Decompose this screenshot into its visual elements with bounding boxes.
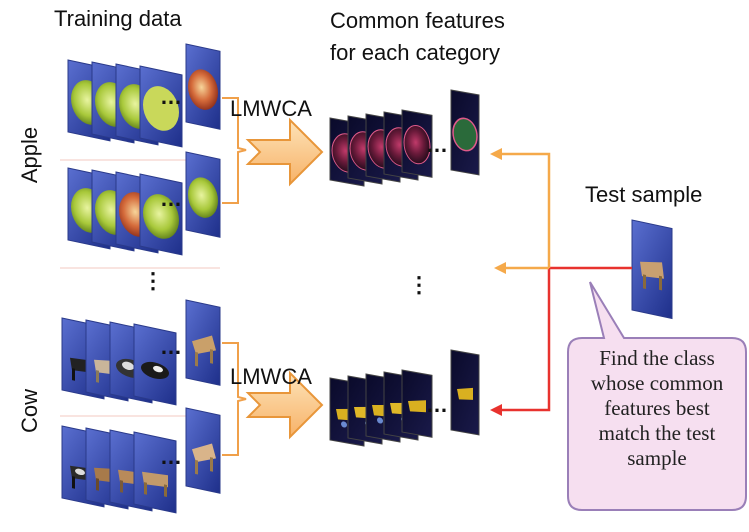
cow-category-label: Cow — [17, 389, 42, 434]
common-features-label-line1: Common features — [330, 8, 505, 33]
red-arrowhead-cow — [490, 404, 502, 416]
cow-common-features — [329, 349, 480, 447]
cow-training-row-1 — [60, 299, 221, 417]
callout-line-2: whose common — [590, 371, 724, 395]
lmwca-arrow-apple — [245, 117, 324, 187]
orange-arrowhead-apple — [490, 148, 502, 160]
callout-text: Find the class whose common features bes… — [572, 346, 742, 471]
callout-line-3: features best — [604, 396, 710, 420]
apple-brace — [222, 97, 247, 204]
vdots-training: ⋮ — [142, 268, 164, 293]
ellipsis-apple-row-2: … — [160, 186, 182, 211]
callout-line-5: sample — [627, 446, 687, 470]
apple-training-row-2 — [60, 151, 221, 269]
orange-arrowhead-middle — [494, 262, 506, 274]
ellipsis-apple-features: … — [426, 132, 448, 157]
red-arrows — [500, 266, 632, 412]
cow-training-row-2 — [61, 407, 221, 514]
test-sample-image — [631, 219, 673, 320]
test-sample-label: Test sample — [585, 182, 703, 207]
common-features-label-line2: for each category — [330, 40, 500, 65]
training-data-label: Training data — [54, 6, 182, 31]
vdots-features: ⋮ — [408, 272, 430, 297]
apple-common-features — [329, 89, 480, 187]
ellipsis-apple-row-1: … — [160, 84, 182, 109]
lmwca-label-top: LMWCA — [230, 96, 312, 121]
callout-line-4: match the test — [598, 421, 716, 445]
apple-training-row-1 — [60, 43, 221, 161]
callout-bubble — [567, 281, 747, 511]
ellipsis-cow-row-2: … — [160, 444, 182, 469]
ellipsis-cow-features: … — [426, 392, 448, 417]
callout-line-1: Find the class — [599, 346, 715, 370]
orange-arrows — [500, 152, 551, 270]
lmwca-label-bottom: LMWCA — [230, 364, 312, 389]
apple-category-label: Apple — [17, 126, 42, 184]
ellipsis-cow-row-1: … — [160, 334, 182, 359]
cow-brace — [222, 342, 247, 456]
lmwca-arrow-cow — [245, 370, 324, 440]
